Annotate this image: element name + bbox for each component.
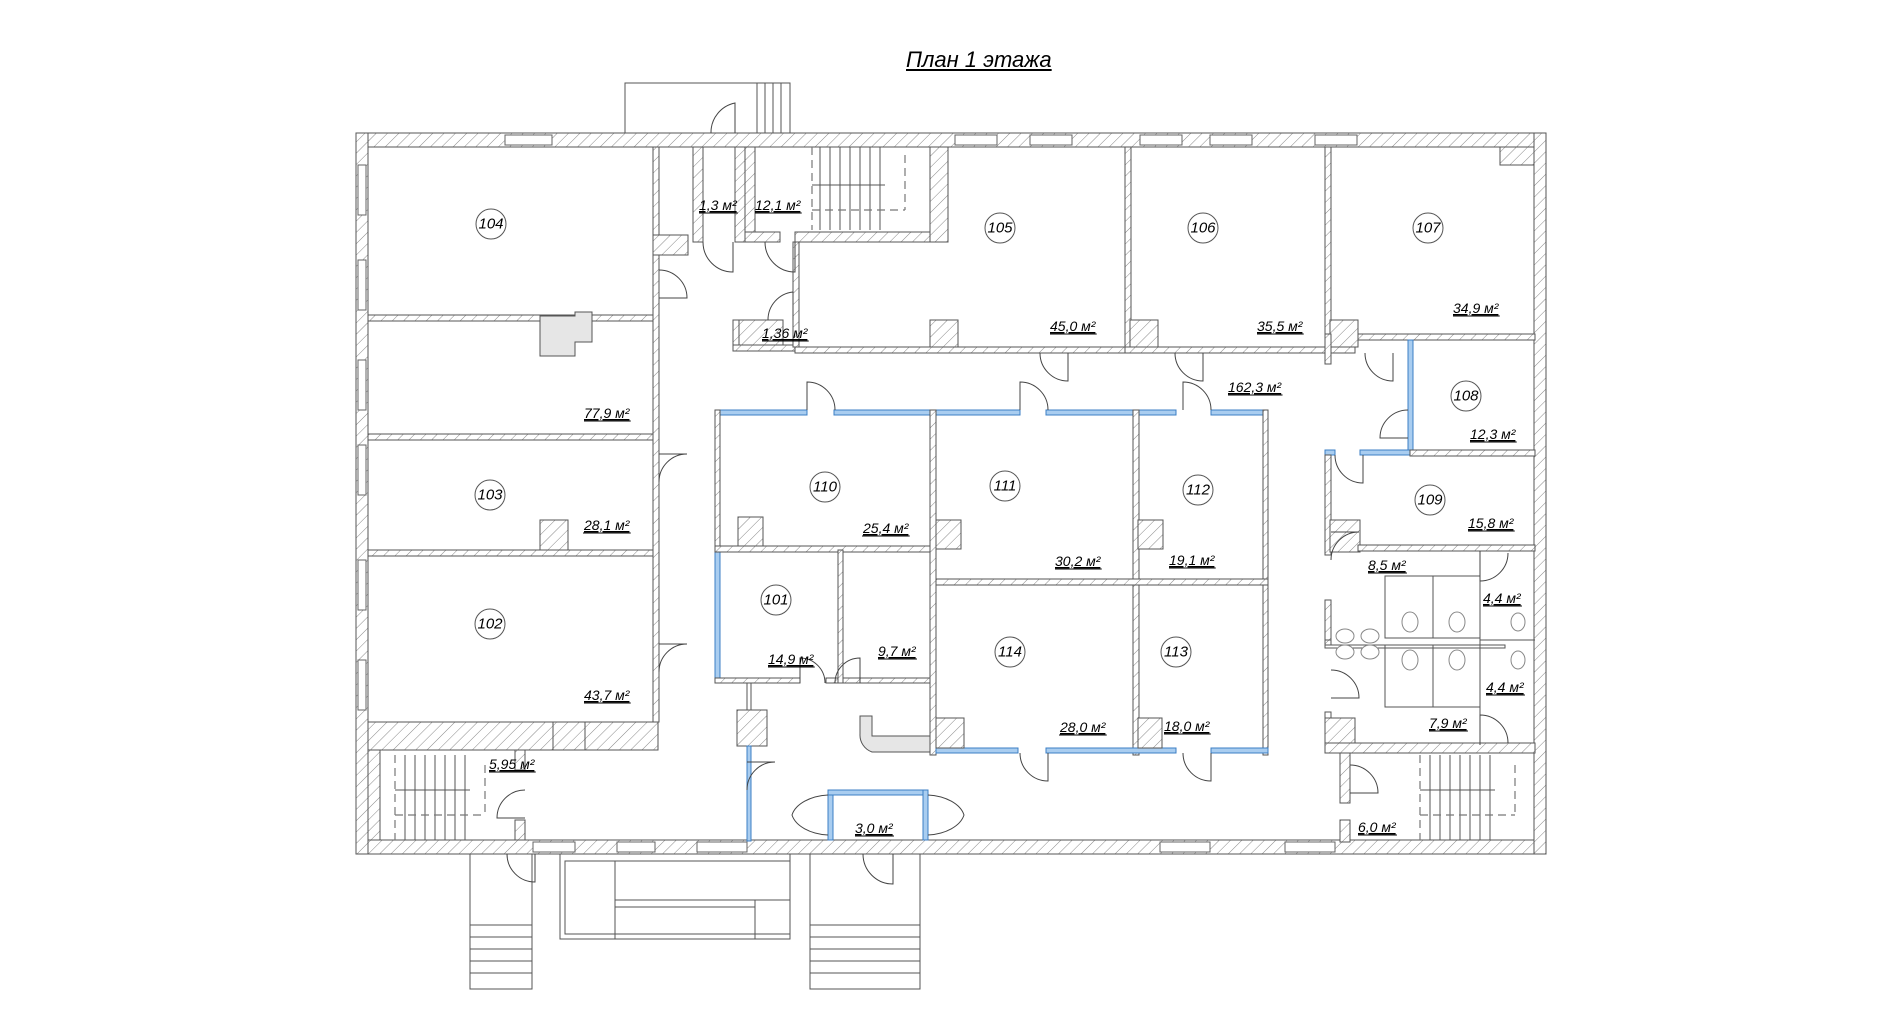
area-stair-left: 5,95 м² [489,756,536,772]
svg-text:107: 107 [1415,220,1441,237]
svg-text:102: 102 [477,616,503,633]
area-corridor: 162,3 м² [1228,379,1283,395]
area-111: 30,2 м² [1055,553,1102,569]
svg-text:114: 114 [998,644,1022,661]
stair-left [367,749,526,841]
stair-top-steps [811,147,906,230]
area-storage-small: 1,36 м² [762,325,809,341]
area-114: 28,0 м² [1059,719,1107,735]
room-114: 114 [994,636,1026,668]
room-105: 105 [984,212,1016,244]
room-109: 109 [1414,484,1446,516]
left-block-walls [367,146,689,751]
svg-text:111: 111 [994,478,1017,495]
area-labels: 77,9 м² 28,1 м² 43,7 м² 45,0 м² 35,5 м² … [489,197,1525,837]
stair-right-steps [1419,755,1516,840]
area-entrance-vestibule: 3,0 м² [855,820,894,836]
area-103: 28,1 м² [583,517,631,533]
area-wc-bottom: 4,4 м² [1486,679,1525,695]
area-101: 14,9 м² [768,651,815,667]
area-108: 12,3 м² [1470,426,1517,442]
area-104: 77,9 м² [584,405,631,421]
room-103: 103 [474,479,506,511]
area-storage-101-side: 9,7 м² [878,643,917,659]
svg-text:104: 104 [478,216,503,233]
top-stair-block [692,146,949,352]
room-106: 106 [1187,212,1219,244]
entrance-vestibule [791,789,965,841]
plan-title: План 1 этажа [906,47,1052,72]
room-101: 101 [760,584,792,616]
room-107: 107 [1412,212,1444,244]
room-112: 112 [1182,474,1214,506]
area-stair-top: 12,1 м² [755,197,802,213]
toilet-fixtures [1335,611,1526,671]
area-102: 43,7 м² [584,687,631,703]
area-vestibule-top: 1,3 м² [699,197,738,213]
area-113: 18,0 м² [1164,718,1211,734]
area-wc-hall-top: 8,5 м² [1368,557,1407,573]
area-wc-top: 4,4 м² [1483,590,1522,606]
exterior-bottom [469,853,921,990]
room-102: 102 [474,608,506,640]
right-block-walls [1324,339,1536,843]
top-porch [624,82,791,134]
svg-text:109: 109 [1417,492,1443,509]
central-block [714,409,1269,842]
area-stair-right: 6,0 м² [1358,819,1397,835]
area-wc-hall-bottom: 7,9 м² [1429,715,1468,731]
svg-text:101: 101 [763,592,788,609]
svg-text:112: 112 [1186,482,1211,499]
svg-text:105: 105 [987,220,1013,237]
area-107: 34,9 м² [1453,300,1500,316]
area-106: 35,5 м² [1257,318,1304,334]
room-111: 111 [989,470,1021,502]
exterior-walls [355,132,1547,855]
room-113: 113 [1160,636,1192,668]
svg-text:106: 106 [1190,220,1216,237]
room-labels: 104 103 102 105 106 107 108 109 110 111 … [474,208,1482,668]
area-110: 25,4 м² [862,520,910,536]
room-108: 108 [1450,380,1482,412]
area-105: 45,0 м² [1050,318,1097,334]
room-110: 110 [809,471,841,503]
top-offices-walls [794,146,1536,365]
doors [496,102,1509,885]
area-112: 19,1 м² [1169,552,1216,568]
svg-text:103: 103 [477,487,503,504]
svg-text:110: 110 [813,479,838,496]
room-104: 104 [475,208,507,240]
svg-text:108: 108 [1453,388,1479,405]
svg-text:113: 113 [1164,644,1189,661]
area-109: 15,8 м² [1468,515,1515,531]
